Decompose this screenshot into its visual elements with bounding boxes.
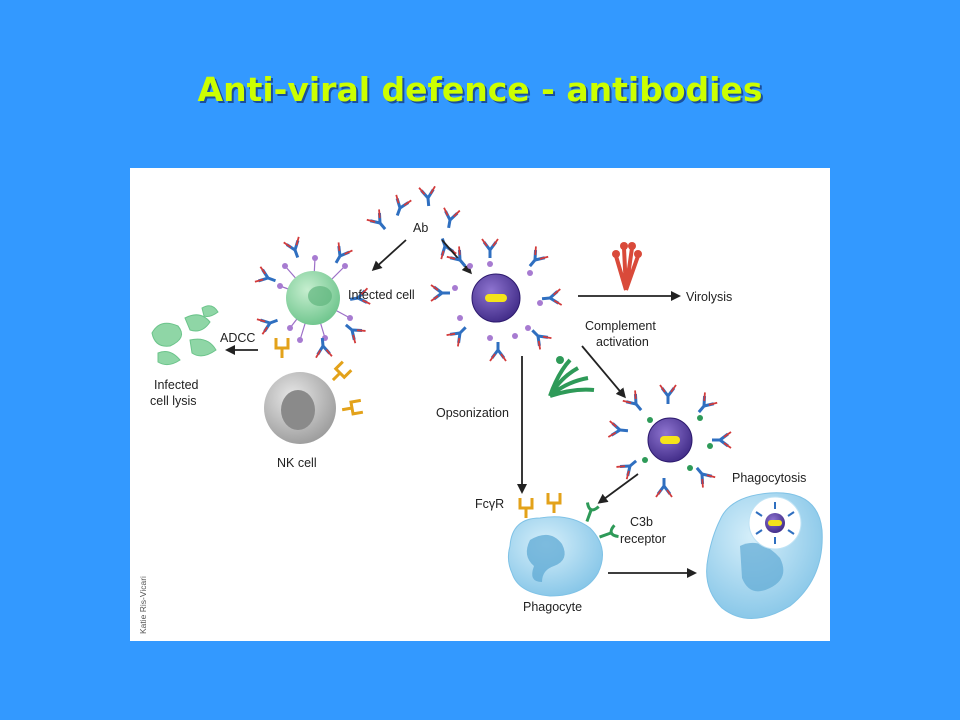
lysis-label-1: Infected [154, 378, 199, 392]
arrow-complement-to-opsonized [581, 345, 626, 399]
c3b-label-1: C3b [630, 515, 653, 529]
complement-green [548, 356, 595, 398]
c3b-label-2: receptor [620, 532, 666, 546]
diagram-canvas: Ab Infected cell Infected cel [138, 184, 823, 634]
complement-label-1: Complement [585, 319, 656, 333]
immune-diagram: Ab Infected cell Infected cel [130, 168, 830, 641]
phagocyte [507, 491, 621, 597]
arrow-opsonized-to-phagocyte [597, 473, 639, 504]
infected-cell [253, 235, 372, 360]
infected-cell-lysis [151, 305, 219, 366]
virus-particle [429, 237, 564, 363]
virolysis-label: Virolysis [686, 290, 732, 304]
complement-red [612, 242, 642, 291]
fcgr-label: FcγR [475, 497, 504, 511]
opsonization-label: Opsonization [436, 406, 509, 420]
ab-label: Ab [413, 221, 428, 235]
lysis-label-2: cell lysis [150, 394, 197, 408]
complement-label-2: activation [596, 335, 649, 349]
phagocytosis-cell [706, 492, 823, 619]
artist-credit: Katie Ris-Vicari [138, 576, 148, 634]
phagocytosis-label: Phagocytosis [732, 471, 806, 485]
infected-cell-label: Infected cell [348, 288, 415, 302]
phagocyte-label: Phagocyte [523, 600, 582, 614]
slide-title: Anti-viral defence - antibodies [197, 70, 763, 109]
arrow-ab-to-virus [441, 239, 472, 275]
adcc-label: ADCC [220, 331, 255, 345]
nk-cell [264, 336, 365, 444]
arrow-ab-to-infected [371, 239, 407, 272]
opsonized-virus [606, 383, 733, 499]
nk-cell-label: NK cell [277, 456, 317, 470]
